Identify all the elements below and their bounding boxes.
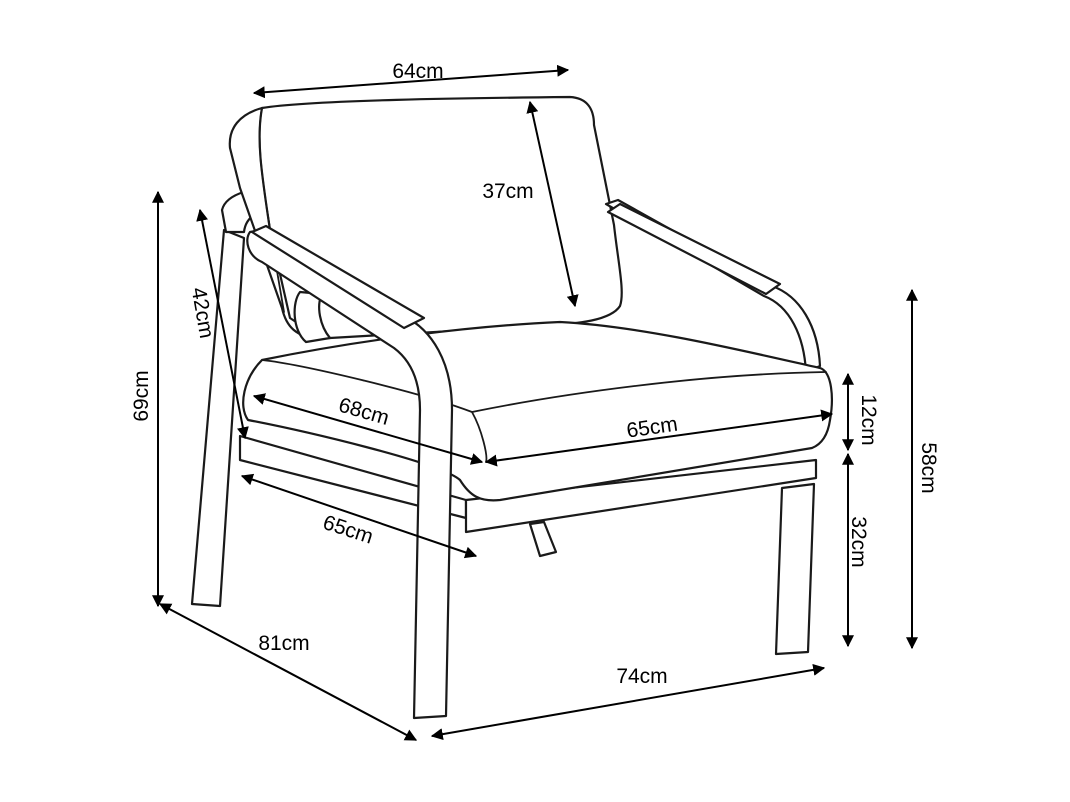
dim-seat-side-depth-line [196,208,249,440]
label-overall-depth: 81cm [258,632,309,655]
label-cushion-thickness: 12cm [857,394,880,445]
dim-backrest-width-line [252,64,570,99]
back-bolster [293,290,332,344]
label-backrest-width: 64cm [392,60,443,83]
label-arm-height: 58cm [917,442,940,493]
dim-frame-depth-line [240,473,478,559]
dim-seat-inner-depth-line [252,393,484,465]
back-right-leg [528,520,558,558]
dim-backrest-height-line [526,100,579,308]
left-armrest-pad [250,224,426,330]
dim-seat-inner-width-line [484,409,834,467]
label-overall-width: 74cm [616,665,667,688]
right-armrest [604,198,822,374]
backrest-seam [258,107,285,313]
label-seat-side-depth: 42cm [187,286,219,341]
label-seat-frame-height: 32cm [847,516,870,567]
label-frame-depth: 65cm [320,511,376,549]
right-armrest-pad [606,202,782,296]
dim-overall-width-line [430,663,826,741]
dim-overall-depth-line [158,603,418,741]
front-right-leg [774,482,816,656]
label-backrest-height: 37cm [482,180,533,203]
label-overall-height: 69cm [130,370,153,421]
dimension-lines [152,64,918,741]
seat-cushion-front-edge [471,371,827,413]
